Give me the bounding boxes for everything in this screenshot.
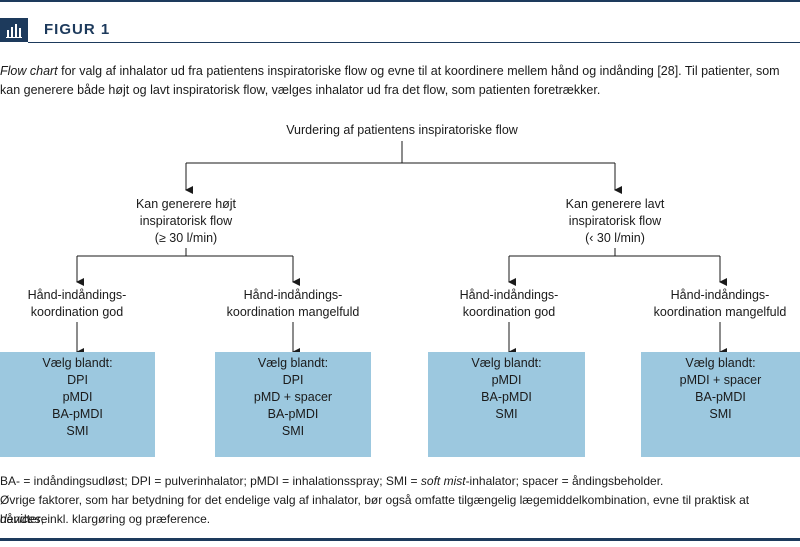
- box-item: BA-pMDI: [481, 390, 532, 404]
- caption-italic: Flow chart: [0, 64, 58, 78]
- option-box-4: Vælg blandt: pMDI + spacer BA-pMDI SMI: [641, 352, 800, 457]
- footnote-text: BA- = indåndingsudløst; DPI = pulverinha…: [0, 474, 421, 488]
- bar-chart-icon: [0, 18, 28, 42]
- box-item: SMI: [495, 407, 518, 421]
- coord-good-line2: koordination god: [30, 305, 124, 319]
- coord-poor-line2: koordination mangelfuld: [653, 305, 787, 319]
- footnote-text: -inhalator; spacer = åndingsbeholder.: [465, 474, 664, 488]
- coord-poor-line1: Hånd-indåndings-: [670, 288, 770, 302]
- footnote-text: , inkl. klargøring og præference.: [40, 512, 211, 526]
- footnote-italic: devices: [0, 512, 41, 526]
- box-item: pMDI + spacer: [679, 373, 762, 387]
- node-high-line2: inspiratorisk flow: [139, 214, 233, 228]
- node-high-line3: (≥ 30 l/min): [154, 231, 218, 245]
- box-item: BA-pMDI: [695, 390, 746, 404]
- node-low-flow: Kan generere lavt inspiratorisk flow (‹ …: [535, 196, 695, 247]
- node-low-line3: (‹ 30 l/min): [585, 231, 645, 245]
- box-item: DPI: [67, 373, 88, 387]
- box-item: BA-pMDI: [52, 407, 103, 421]
- box-title: Vælg blandt:: [42, 356, 113, 370]
- node-high-coord-poor: Hånd-indåndings- koordination mangelfuld: [208, 287, 378, 321]
- footnote-factors: Øvrige faktorer, som har betydning for d…: [0, 491, 798, 529]
- box-item: SMI: [281, 424, 305, 438]
- bottom-rule: [0, 538, 800, 541]
- option-box-3: Vælg blandt: pMDI BA-pMDI SMI: [428, 352, 585, 457]
- footnote-text: Øvrige faktorer, som har betydning for d…: [0, 493, 750, 526]
- box-item: pMDI: [62, 390, 93, 404]
- option-box-1: Vælg blandt: DPI pMDI BA-pMDI SMI: [0, 352, 155, 457]
- box-item: pMD + spacer: [253, 390, 333, 404]
- node-low-line2: inspiratorisk flow: [568, 214, 662, 228]
- coord-poor-line2: koordination mangelfuld: [226, 305, 360, 319]
- node-low-coord-poor: Hånd-indåndings- koordination mangelfuld: [635, 287, 800, 321]
- footnote-italic: soft mist: [420, 474, 466, 488]
- figure-header: FIGUR 1: [0, 16, 800, 44]
- node-high-coord-good: Hånd-indåndings- koordination god: [7, 287, 147, 321]
- node-high-flow: Kan generere højt inspiratorisk flow (≥ …: [106, 196, 266, 247]
- top-rule: [0, 0, 800, 2]
- coord-poor-line1: Hånd-indåndings-: [243, 288, 343, 302]
- coord-good-line2: koordination god: [462, 305, 556, 319]
- option-box-2: Vælg blandt: DPI pMD + spacer BA-pMDI SM…: [215, 352, 371, 457]
- node-low-coord-good: Hånd-indåndings- koordination god: [439, 287, 579, 321]
- node-high-line1: Kan generere højt: [135, 197, 237, 211]
- box-title: Vælg blandt:: [685, 356, 756, 370]
- box-item: DPI: [282, 373, 304, 387]
- box-item: pMDI: [491, 373, 522, 387]
- caption-text: for valg af inhalator ud fra patientens …: [0, 64, 780, 97]
- root-node: Vurdering af patientens inspiratoriske f…: [286, 123, 518, 137]
- box-item: BA-pMDI: [267, 407, 319, 421]
- header-rule: [28, 42, 800, 43]
- node-low-line1: Kan generere lavt: [565, 197, 665, 211]
- box-item: SMI: [66, 424, 89, 438]
- footnote-devices: devices, inkl. klargøring og præference.: [0, 510, 798, 529]
- coord-good-line1: Hånd-indåndings-: [27, 288, 127, 302]
- footnote-abbreviations: BA- = indåndingsudløst; DPI = pulverinha…: [0, 472, 798, 491]
- box-item: SMI: [709, 407, 732, 421]
- box-title: Vælg blandt:: [471, 356, 542, 370]
- box-title: Vælg blandt:: [257, 356, 329, 370]
- coord-good-line1: Hånd-indåndings-: [459, 288, 559, 302]
- figure-caption: Flow chart for valg af inhalator ud fra …: [0, 62, 798, 100]
- figure-label: FIGUR 1: [44, 21, 111, 38]
